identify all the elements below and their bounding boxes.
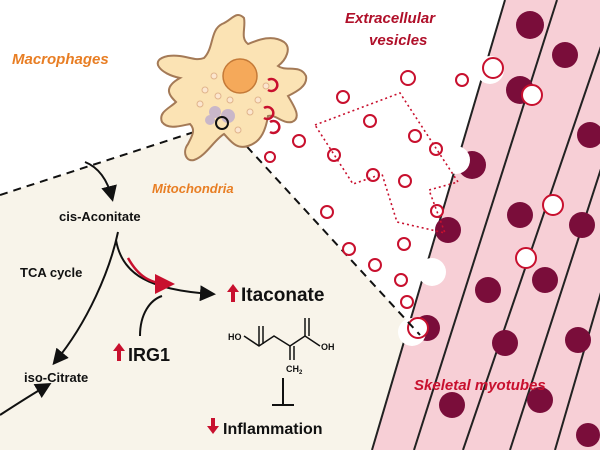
extracellular-vesicle [429, 142, 443, 156]
skeletal-myotubes [371, 0, 600, 450]
cis-aconitate-label: cis-Aconitate [59, 209, 141, 224]
extracellular-vesicle [398, 174, 412, 188]
myotube-nucleus [569, 212, 595, 238]
mitochondria-label: Mitochondria [152, 181, 234, 196]
arrow-iso-citrate-out [0, 382, 52, 416]
myotube-nucleus [527, 387, 553, 413]
myotube-nucleus [439, 392, 465, 418]
itaconate-structure [243, 318, 321, 360]
extracellular-vesicles-label-line2: vesicles [369, 32, 427, 49]
structure-label-ch2: CH2 [286, 364, 303, 376]
myotube-nucleus [435, 217, 461, 243]
extracellular-vesicle [327, 148, 341, 162]
extracellular-vesicle [430, 204, 444, 218]
irg1-curve [139, 295, 163, 337]
inflammation-label: Inflammation [223, 421, 323, 438]
macrophage-nucleus [222, 58, 258, 94]
mitochondrion [205, 115, 215, 125]
extracellular-vesicle [394, 273, 408, 287]
membrane-fusion-notch [418, 258, 446, 286]
myotube-border [413, 0, 558, 450]
cytoplasm-granule [210, 72, 218, 80]
structure-ch: CH [286, 364, 299, 374]
branch-to-itaconate [115, 239, 216, 302]
tca-cycle-label: TCA cycle [20, 265, 82, 280]
cytoplasm-granule [226, 96, 234, 104]
myotube-vesicle [482, 57, 504, 79]
extracellular-vesicle [397, 237, 411, 251]
itaconate-label: Itaconate [241, 285, 324, 306]
extracellular-vesicle [320, 205, 334, 219]
extracellular-vesicle [264, 151, 276, 163]
budding-vesicle [267, 77, 279, 93]
cytoplasm-granule [246, 108, 254, 116]
budding-vesicle [269, 119, 281, 135]
red-catalysis-arrow [126, 257, 175, 294]
cytoplasm-granule [214, 92, 222, 100]
up-arrow-irg1 [113, 343, 125, 361]
up-arrow-itaconate [227, 284, 239, 302]
myotube-nucleus [565, 327, 591, 353]
mitochondrion [221, 109, 235, 123]
structure-ch2-subscript: 2 [299, 370, 303, 376]
myotube-border [509, 168, 600, 450]
myotube-nucleus [516, 11, 544, 39]
extracellular-vesicle [400, 70, 416, 86]
myotube-nucleus [507, 202, 533, 228]
extracellular-vesicle [368, 258, 382, 272]
structure-label-ho: HO [228, 332, 242, 342]
cytoplasm-granule [196, 100, 204, 108]
irg1-label: IRG1 [128, 345, 170, 365]
pathway-panel [0, 122, 420, 450]
myotube-vesicle [542, 194, 564, 216]
zoom-line [227, 125, 421, 336]
mitochondrion [209, 106, 221, 118]
extracellular-vesicle [342, 242, 356, 256]
cytoplasm-granule [201, 86, 209, 94]
zoom-line [0, 121, 226, 196]
macrophage-cell [156, 14, 308, 162]
myotube-nucleus [552, 42, 578, 68]
myotube-vesicle [407, 317, 429, 339]
myotube-nucleus [492, 330, 518, 356]
cytoplasm-granule [254, 96, 262, 104]
myotube-border [462, 46, 600, 450]
extracellular-vesicle [336, 90, 350, 104]
macrophages-label: Macrophages [12, 51, 109, 68]
extracellular-vesicle [408, 129, 422, 143]
cytoplasm-granule [262, 82, 270, 90]
down-arrow-inflammation [207, 418, 219, 434]
skeletal-myotubes-label: Skeletal myotubes [414, 377, 546, 394]
myotube-nucleus [475, 277, 501, 303]
extracellular-vesicles-label-line1: Extracellular [345, 10, 436, 27]
myotube-nucleus [532, 267, 558, 293]
extracellular-vesicle [400, 295, 414, 309]
myotube-nucleus [577, 122, 600, 148]
migration-arrow [313, 92, 460, 235]
myotube-vesicle [521, 84, 543, 106]
membrane-fusion-notch [442, 146, 470, 174]
myotube-border [554, 292, 600, 450]
tca-arc-cis-to-iso [52, 231, 119, 366]
extracellular-vesicle [455, 73, 469, 87]
extracellular-vesicle [363, 114, 377, 128]
cytoplasm-granule [234, 126, 242, 134]
budding-vesicle [263, 105, 275, 121]
myotube-nucleus [576, 423, 600, 447]
extracellular-vesicle [292, 134, 306, 148]
mitochondrion-highlight [215, 116, 229, 130]
myotube-vesicle [515, 247, 537, 269]
iso-citrate-label: iso-Citrate [24, 370, 88, 385]
structure-label-oh: OH [321, 342, 335, 352]
arrow-into-cis-aconitate [84, 161, 117, 202]
structure-bonds [243, 335, 321, 347]
